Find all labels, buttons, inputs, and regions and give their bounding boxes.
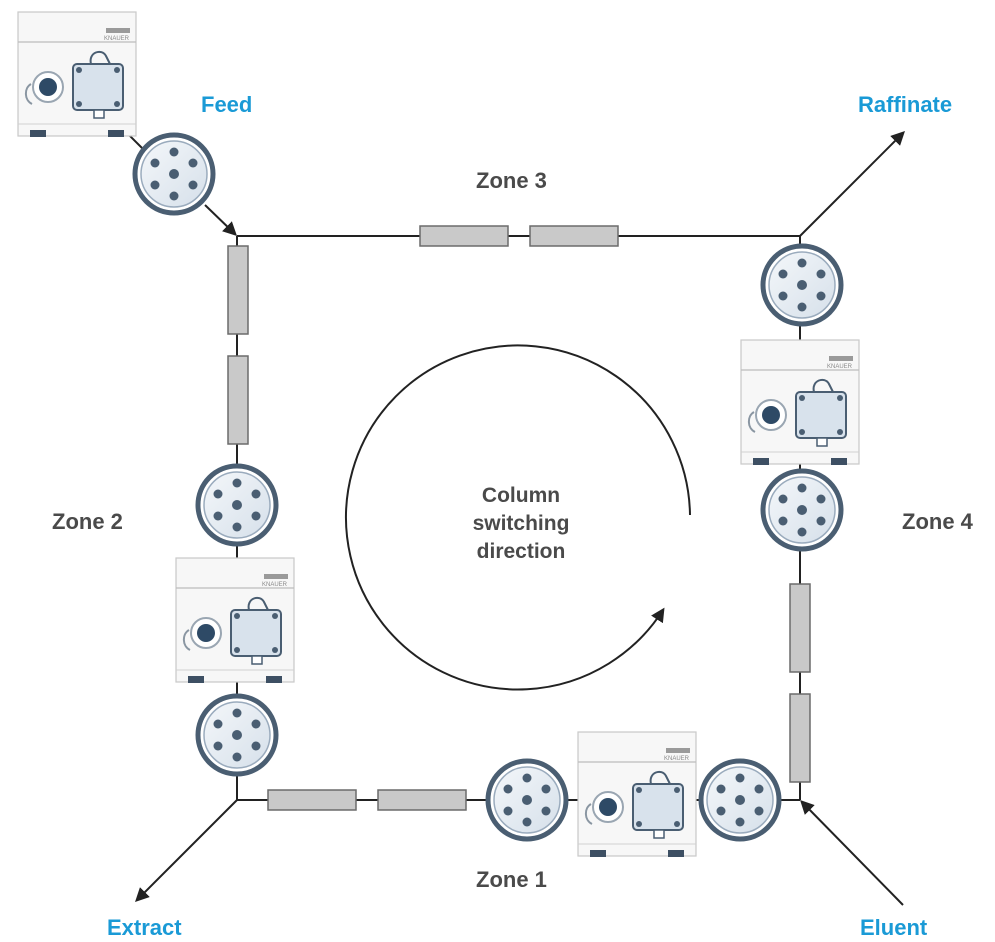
column-zone2-a xyxy=(227,245,249,335)
feed-inlet-arrow xyxy=(204,204,238,236)
eluent-valve-icon xyxy=(701,761,779,839)
zone1-label: Zone 1 xyxy=(476,867,547,892)
switching-direction-arc xyxy=(345,344,691,691)
column-zone3-b xyxy=(529,225,619,247)
zone4-pump-icon xyxy=(740,339,860,466)
center-label-line2: switching xyxy=(473,512,570,535)
zone2-valve-icon xyxy=(198,466,276,544)
extract-outlet-arrow xyxy=(135,799,238,902)
extract-valve-icon xyxy=(198,696,276,774)
zone4-label: Zone 4 xyxy=(902,509,974,534)
column-zone2-b xyxy=(227,355,249,445)
pump-brand-feed: KNAUER xyxy=(104,36,130,42)
feed-pump-icon xyxy=(17,11,137,138)
raffinate-outlet-arrow xyxy=(799,131,905,237)
eluent-label: Eluent xyxy=(860,915,928,940)
column-zone4-b xyxy=(789,693,811,783)
zone1-valve-icon xyxy=(488,761,566,839)
feed-valve-icon xyxy=(135,135,213,213)
zone4-valve-icon xyxy=(763,471,841,549)
zone1-pump-icon xyxy=(577,731,697,858)
center-label-line3: direction xyxy=(477,540,566,563)
column-zone1-b xyxy=(377,789,467,811)
pump-brand-zone1: KNAUER xyxy=(664,756,690,762)
pump-brand-zone4: KNAUER xyxy=(827,364,853,370)
pump-brand-zone2: KNAUER xyxy=(262,582,288,588)
eluent-inlet-arrow xyxy=(800,800,904,906)
columns xyxy=(227,225,811,811)
column-zone3-a xyxy=(419,225,509,247)
extract-label: Extract xyxy=(107,915,182,940)
column-zone1-a xyxy=(267,789,357,811)
center-label-line1: Column xyxy=(482,484,560,507)
raffinate-label: Raffinate xyxy=(858,92,952,117)
column-zone4-a xyxy=(789,583,811,673)
zone3-label: Zone 3 xyxy=(476,168,547,193)
zone2-label: Zone 2 xyxy=(52,509,123,534)
raffinate-valve-icon xyxy=(763,246,841,324)
feed-label: Feed xyxy=(201,92,252,117)
zone2-pump-icon xyxy=(175,557,295,684)
